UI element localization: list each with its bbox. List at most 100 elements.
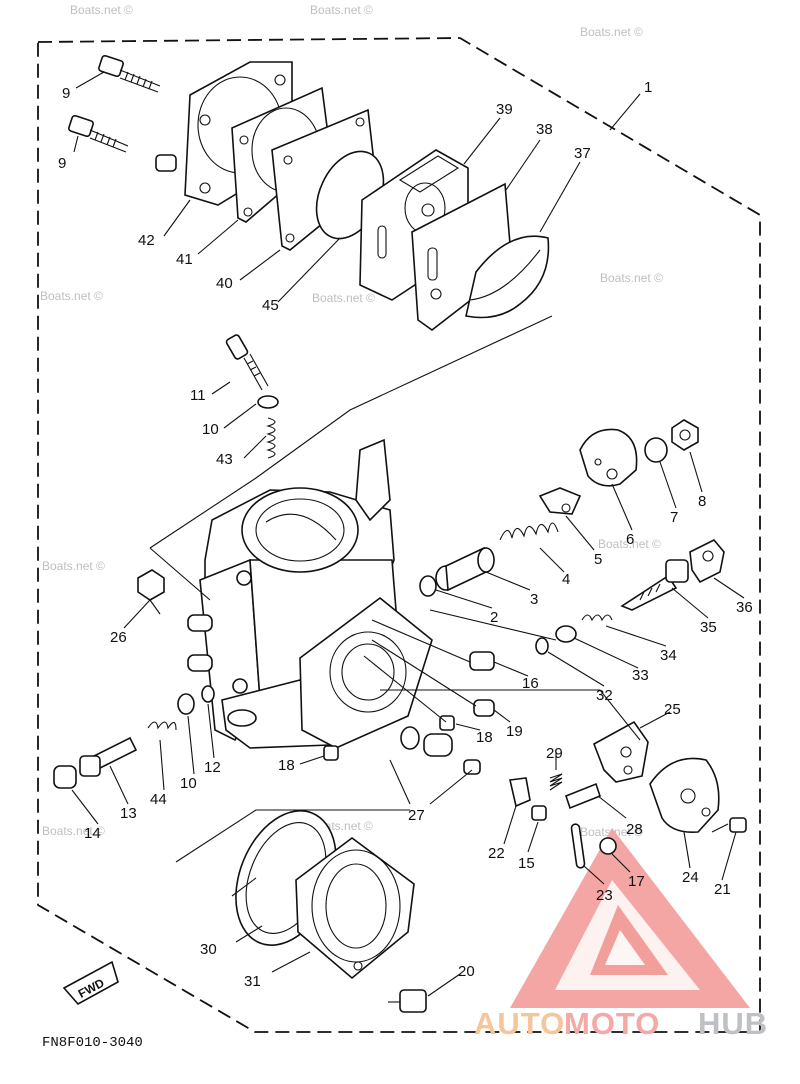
screw-21 (711, 817, 747, 833)
callout-18-right: 18 (476, 729, 493, 746)
callout-31: 31 (244, 973, 261, 990)
oring-12 (201, 685, 215, 703)
callout-2: 2 (490, 609, 498, 626)
washer-33 (555, 625, 577, 643)
screw-17 (599, 837, 617, 855)
side-plate (299, 596, 433, 749)
clip-7 (644, 437, 668, 463)
callout-13: 13 (120, 805, 137, 822)
jets-27 (400, 726, 481, 775)
oring-32 (535, 637, 549, 655)
watermark: Boats.net © (310, 3, 373, 17)
watermark: Boats.net © (598, 537, 661, 551)
assembly-boundary (37, 37, 761, 1033)
spring-34 (581, 614, 613, 622)
callout-28: 28 (626, 821, 643, 838)
screw-13 (79, 736, 138, 777)
cap-14 (53, 765, 77, 789)
svg-text:AUTO: AUTO (474, 1006, 565, 1041)
callout-38: 38 (536, 121, 553, 138)
callout-42: 42 (138, 232, 155, 249)
pin-28 (565, 782, 601, 810)
callout-19: 19 (506, 723, 523, 740)
callout-35: 35 (700, 619, 717, 636)
callout-6: 6 (626, 531, 634, 548)
rod-23 (570, 823, 586, 869)
callout-44: 44 (150, 791, 167, 808)
fitting-36 (689, 539, 725, 584)
screw-11 (225, 334, 269, 391)
spring-4 (499, 522, 559, 541)
screw-18-left (323, 745, 339, 761)
watermark: Boats.net © (580, 25, 643, 39)
carburetor-body (187, 438, 401, 749)
callout-10-lower: 10 (180, 775, 197, 792)
guide-lines (149, 315, 641, 897)
fitting-26 (137, 569, 165, 615)
callout-5: 5 (594, 551, 602, 568)
callout-27: 27 (408, 807, 425, 824)
watermark: Boats.net © (600, 271, 663, 285)
callout-39: 39 (496, 101, 513, 118)
nut-8 (671, 419, 699, 451)
bracket-25 (593, 720, 649, 783)
spring-29 (549, 773, 563, 791)
watermark: Boats.net © (40, 289, 103, 303)
cover-31 (295, 837, 415, 980)
callout-11: 11 (190, 387, 206, 404)
link-22 (509, 777, 531, 808)
screw-15 (531, 805, 547, 821)
callout-26: 26 (110, 629, 127, 646)
screen-37 (465, 235, 550, 319)
callout-15: 15 (518, 855, 535, 872)
callout-18-left: 18 (278, 757, 295, 774)
callout-20: 20 (458, 963, 475, 980)
jet-16 (469, 651, 495, 671)
screw-35 (620, 559, 689, 611)
callout-37: 37 (574, 145, 591, 162)
svg-text:HUB: HUB (698, 1006, 768, 1041)
callout-8: 8 (698, 493, 706, 510)
callout-1: 1 (644, 79, 652, 96)
washer-10-upper (257, 395, 279, 409)
callout-12: 12 (204, 759, 221, 776)
callout-33: 33 (632, 667, 649, 684)
callout-23: 23 (596, 887, 613, 904)
spring-44 (147, 721, 177, 731)
callout-10-upper: 10 (202, 421, 219, 438)
callout-17: 17 (628, 873, 645, 890)
callout-7: 7 (670, 509, 678, 526)
callout-36: 36 (736, 599, 753, 616)
diagram-code: FN8F010-3040 (42, 1035, 143, 1051)
svg-text:MOTO: MOTO (564, 1006, 660, 1041)
callout-22: 22 (488, 845, 505, 862)
callout-41: 41 (176, 251, 193, 268)
callout-3: 3 (530, 591, 538, 608)
callout-40: 40 (216, 275, 233, 292)
callout-45: 45 (262, 297, 279, 314)
housing-24 (649, 757, 720, 834)
bolt-9-upper (98, 54, 161, 93)
watermark: Boats.net © (42, 824, 105, 838)
callout-labels: 1 9 9 42 41 40 45 39 38 37 11 10 43 6 7 … (58, 79, 753, 990)
fwd-arrow-icon: FWD (62, 960, 119, 1006)
callout-16: 16 (522, 675, 539, 692)
callout-9-lower: 9 (58, 155, 66, 172)
callout-30: 30 (200, 941, 217, 958)
bolt-9-lower (68, 114, 177, 172)
lever-6 (579, 428, 638, 487)
callout-9-upper: 9 (62, 85, 70, 102)
callout-4: 4 (562, 571, 570, 588)
jet-19 (473, 699, 495, 717)
leader-lines (71, 71, 745, 997)
automotohub-logo: AUTO MOTO HUB (474, 1006, 768, 1041)
shaft-3 (435, 546, 495, 592)
watermark: Boats.net © (312, 291, 375, 305)
spring-43 (265, 417, 276, 459)
callout-24: 24 (682, 869, 699, 886)
callout-32: 32 (596, 687, 613, 704)
washer-2 (419, 575, 437, 597)
screw-18-right (439, 715, 455, 731)
cam-5 (538, 487, 582, 515)
